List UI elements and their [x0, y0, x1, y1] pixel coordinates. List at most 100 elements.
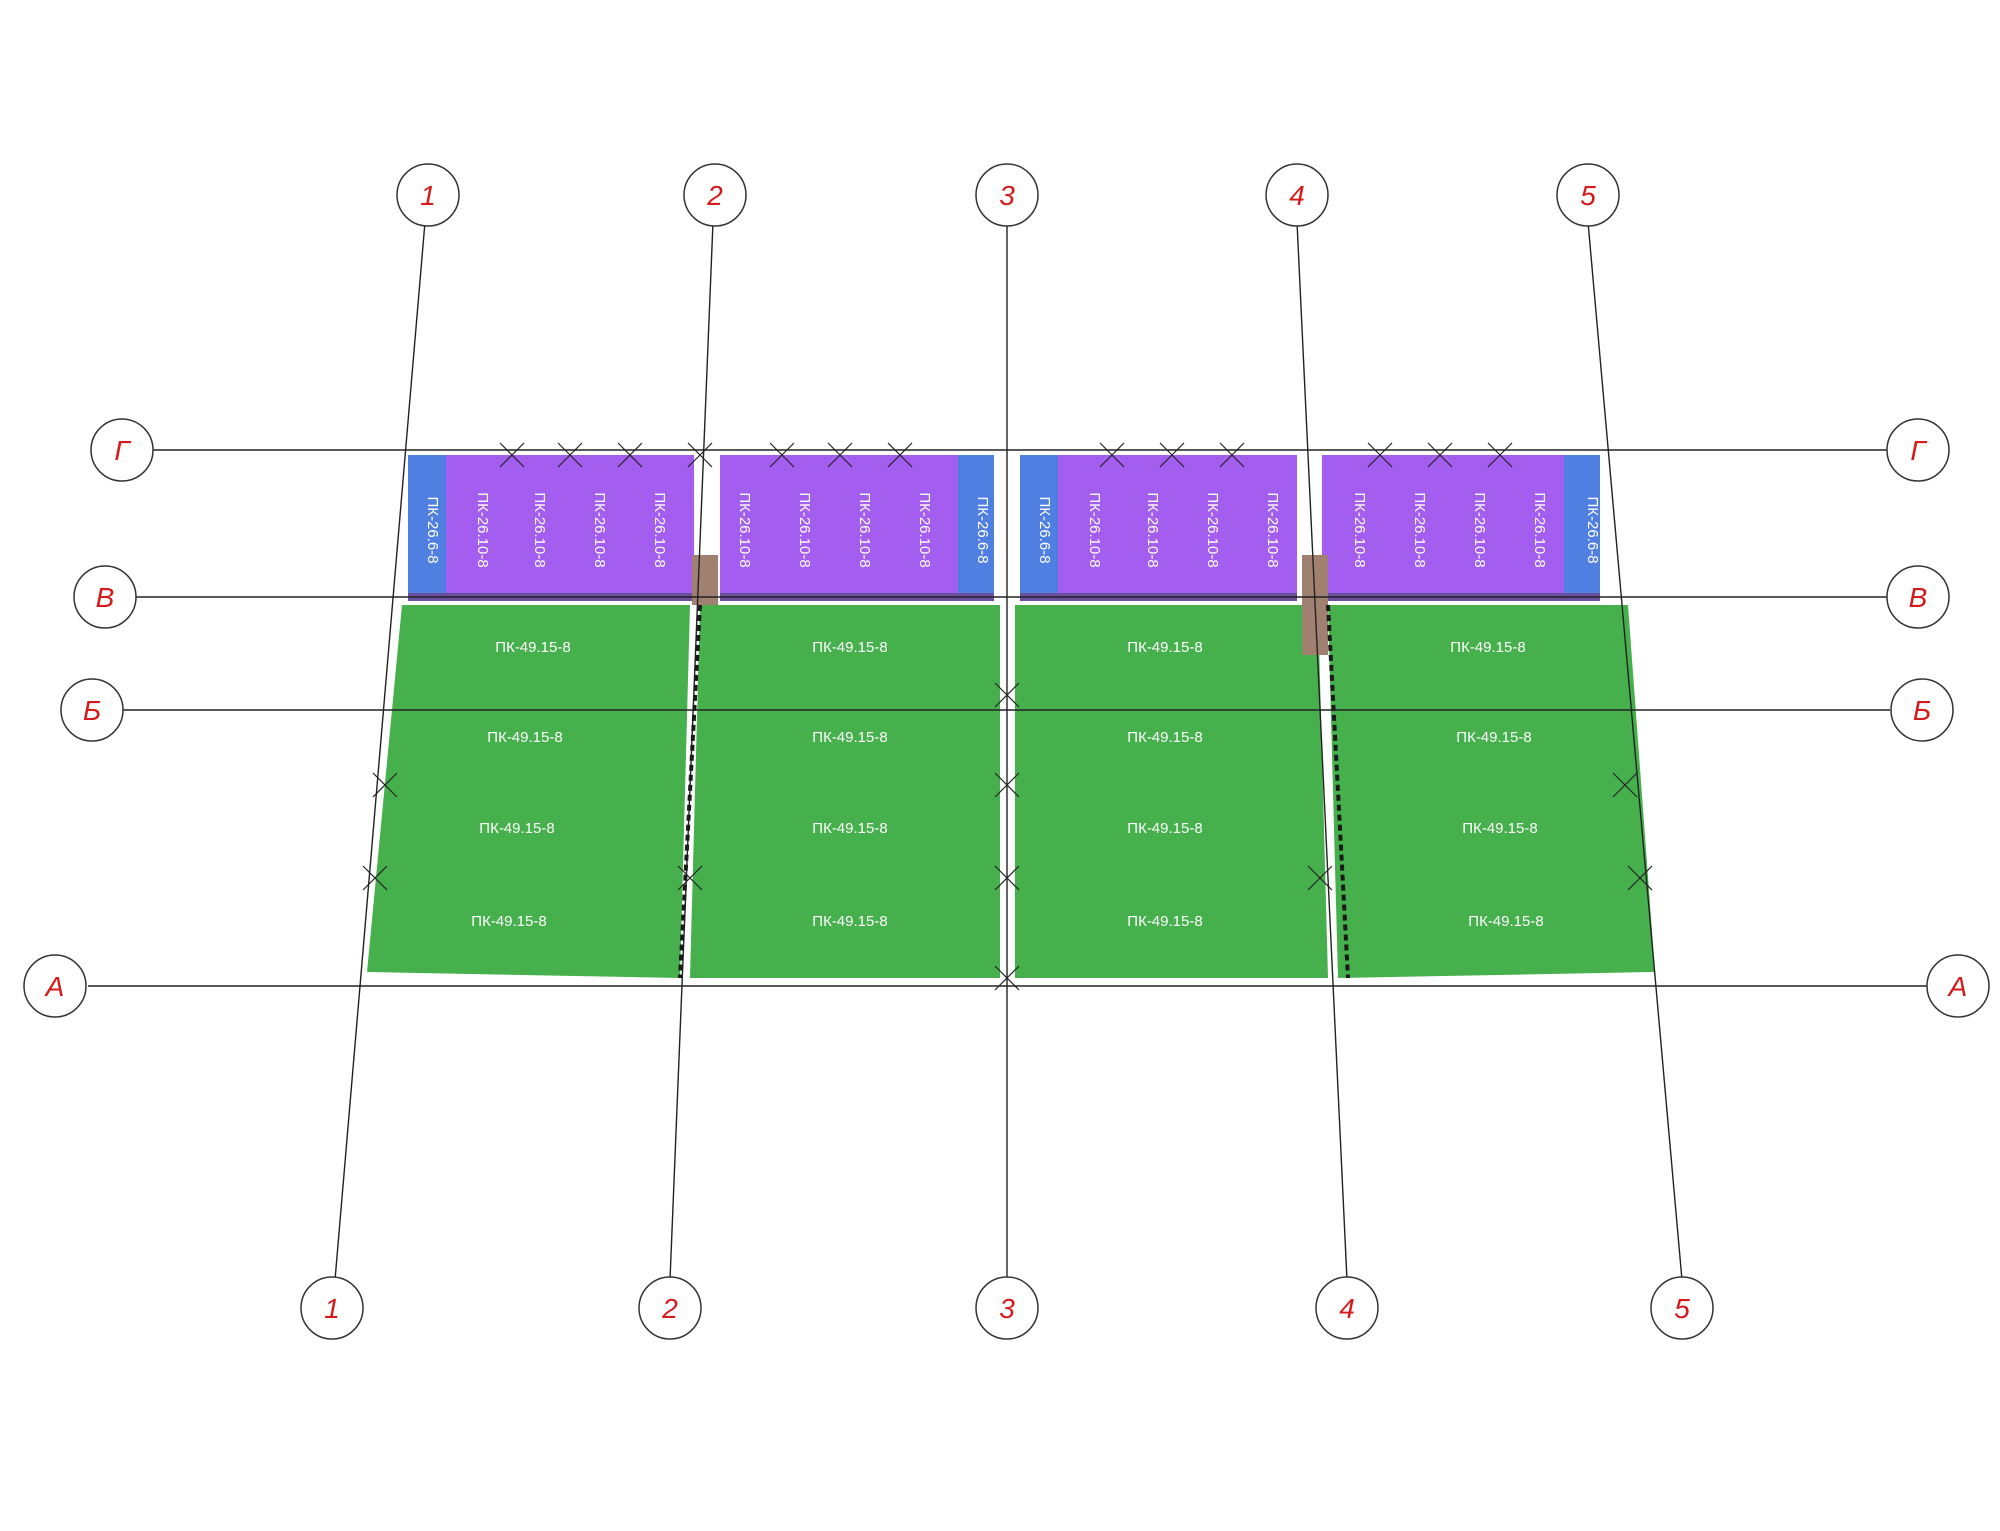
slab-mark-upper: ПК-26.10-8 — [1086, 492, 1103, 567]
axis-bubble-bottom-3-label: 3 — [999, 1293, 1015, 1324]
axis-bubble-bottom-2-circle — [638, 1276, 702, 1340]
purple-slab-bay — [1020, 455, 1297, 600]
axis-bubble-bottom-5-circle — [1650, 1276, 1714, 1340]
axis-bubble-left-2-label: Б — [83, 695, 101, 726]
slab-marks: ПК-49.15-8ПК-49.15-8ПК-49.15-8ПК-49.15-8… — [424, 492, 1601, 930]
connector-cross — [362, 865, 388, 891]
axis-bubble-top-2-label: 2 — [706, 180, 723, 211]
slab-mark-upper: ПК-26.10-8 — [1531, 492, 1548, 567]
slab-mark-large: ПК-49.15-8 — [812, 820, 887, 837]
axis-bubble-top-3-label: 3 — [999, 180, 1015, 211]
connector-cross — [1612, 772, 1638, 798]
slab-mark-upper: ПК-26.10-8 — [591, 492, 608, 567]
slab-mark-large: ПК-49.15-8 — [1450, 639, 1525, 656]
axis-bubble-right-0-circle — [1886, 418, 1950, 482]
axis-bubble-left-0-circle — [90, 418, 154, 482]
axis-bubble-bottom-3-circle — [975, 1276, 1039, 1340]
connector-cross — [1627, 865, 1653, 891]
slab-mark-upper: ПК-26.10-8 — [796, 492, 813, 567]
connector-cross — [887, 442, 913, 468]
axis-bubble-top-1-circle — [396, 163, 460, 227]
connector-cross — [827, 442, 853, 468]
connector-cross — [1099, 442, 1125, 468]
slab-mark-large: ПК-49.15-8 — [471, 913, 546, 930]
column-axis-line — [1296, 221, 1348, 1281]
slab-mark-large: ПК-49.15-8 — [812, 729, 887, 746]
slab-mark-edge: ПК-26.6-8 — [424, 496, 441, 563]
connector-cross — [1219, 442, 1245, 468]
axis-bubble-bottom-1-label: 1 — [324, 1293, 340, 1324]
axis-bubble-right-2-circle — [1890, 678, 1954, 742]
axis-bubble-bottom-4-label: 4 — [1339, 1293, 1355, 1324]
joint-line — [1326, 604, 1350, 979]
slab-mark-large: ПК-49.15-8 — [495, 639, 570, 656]
axis-bubble-left-2-circle — [60, 678, 124, 742]
axis-bubble-left-0-label: Г — [114, 435, 131, 466]
green-slab-bay — [1328, 605, 1655, 978]
slab-mark-upper: ПК-26.10-8 — [1144, 492, 1161, 567]
axis-bubble-bottom-2-label: 2 — [661, 1293, 678, 1324]
connector-cross — [499, 442, 525, 468]
axis-bubble-top-5-circle — [1556, 163, 1620, 227]
axis-bubble-top-4-label: 4 — [1289, 180, 1305, 211]
axis-bubble-right-1-circle — [1886, 565, 1950, 629]
slab-mark-large: ПК-49.15-8 — [812, 913, 887, 930]
slab-mark-upper: ПК-26.10-8 — [474, 492, 491, 567]
slab-mark-upper: ПК-26.10-8 — [651, 492, 668, 567]
purple-slab-bay — [720, 455, 994, 600]
column-axis-line — [1587, 221, 1683, 1281]
column-axis-line — [334, 221, 426, 1281]
joint-line — [678, 604, 702, 979]
connector-cross — [1487, 442, 1513, 468]
slab-layer — [367, 455, 1655, 978]
axis-bubble-top-1-label: 1 — [420, 180, 436, 211]
connector-cross — [994, 772, 1020, 798]
slab-mark-large: ПК-49.15-8 — [1127, 913, 1202, 930]
axis-bubble-right-0-label: Г — [1910, 435, 1927, 466]
connector-cross — [1367, 442, 1393, 468]
slab-mark-large: ПК-49.15-8 — [812, 639, 887, 656]
connector-cross — [557, 442, 583, 468]
axis-bubble-left-3-circle — [23, 954, 87, 1018]
slab-mark-large: ПК-49.15-8 — [487, 729, 562, 746]
axis-bubble-left-1-label: В — [96, 582, 115, 613]
slab-mark-upper: ПК-26.10-8 — [736, 492, 753, 567]
connector-cross — [687, 442, 713, 468]
purple-slab-bay — [408, 455, 694, 600]
slab-mark-large: ПК-49.15-8 — [479, 820, 554, 837]
blue-edge-slab — [1020, 455, 1058, 600]
slab-mark-edge: ПК-26.6-8 — [1584, 496, 1601, 563]
axis-bubble-left-1-circle — [73, 565, 137, 629]
slab-mark-upper: ПК-26.10-8 — [856, 492, 873, 567]
slab-mark-edge: ПК-26.6-8 — [1036, 496, 1053, 563]
slab-mark-upper: ПК-26.10-8 — [1204, 492, 1221, 567]
axis-bubble-top-2-circle — [683, 163, 747, 227]
connector-cross — [994, 965, 1020, 991]
axis-bubble-right-3-circle — [1926, 954, 1990, 1018]
column-axis-line — [669, 221, 714, 1281]
axis-bubble-right-3-label: А — [1947, 971, 1968, 1002]
slab-mark-large: ПК-49.15-8 — [1127, 729, 1202, 746]
axis-bubble-top-4-circle — [1265, 163, 1329, 227]
grid-lines — [88, 221, 1930, 1281]
connector-cross — [769, 442, 795, 468]
blue-edge-slab — [958, 455, 994, 600]
slab-mark-large: ПК-49.15-8 — [1127, 820, 1202, 837]
slab-mark-upper: ПК-26.10-8 — [531, 492, 548, 567]
connector-cross — [617, 442, 643, 468]
axis-bubble-bottom-4-circle — [1315, 1276, 1379, 1340]
axis-bubble-bottom-1-circle — [300, 1276, 364, 1340]
axis-bubble-bottom-5-label: 5 — [1674, 1293, 1690, 1324]
connector-cross — [994, 682, 1020, 708]
slab-mark-large: ПК-49.15-8 — [1456, 729, 1531, 746]
connector-cross — [677, 865, 703, 891]
axis-bubble-top-3-circle — [975, 163, 1039, 227]
slab-mark-large: ПК-49.15-8 — [1468, 913, 1543, 930]
green-slab-bay — [367, 605, 690, 978]
slab-mark-large: ПК-49.15-8 — [1127, 639, 1202, 656]
green-slab-bay — [1015, 605, 1328, 978]
axis-bubble-right-2-label: Б — [1913, 695, 1931, 726]
connector-cross — [1427, 442, 1453, 468]
